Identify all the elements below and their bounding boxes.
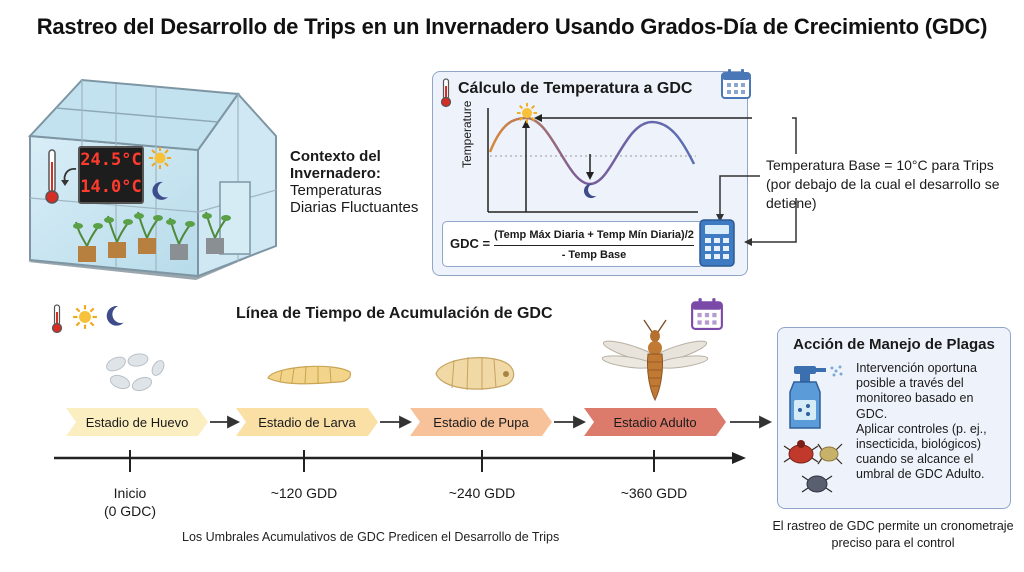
pest-icon bbox=[783, 440, 843, 493]
tick-120: ~120 GDD bbox=[249, 484, 359, 502]
moon-icon bbox=[152, 181, 168, 200]
context-heading: Contexto del Invernadero: bbox=[290, 148, 381, 182]
moon-icon bbox=[106, 306, 124, 326]
greenhouse-illustration bbox=[27, 78, 277, 280]
display-min-temp: 14.0°C bbox=[80, 177, 142, 197]
tick-label-line: ~120 GDD bbox=[270, 485, 338, 501]
stage-label: Estadio de Huevo bbox=[85, 414, 189, 430]
thermometer-icon bbox=[440, 78, 452, 108]
tick-label-line: ~360 GDD bbox=[620, 485, 688, 501]
y-axis-label: Temperature bbox=[460, 100, 474, 168]
tick-label-line: ~240 GDD bbox=[448, 485, 516, 501]
egg-illustration bbox=[106, 353, 165, 392]
formula-label: GDC = bbox=[450, 236, 491, 251]
stage-label: Estadio de Larva bbox=[258, 414, 356, 430]
temperature-display bbox=[78, 146, 144, 204]
spray-bottle-icon bbox=[789, 365, 843, 429]
moon-icon bbox=[583, 183, 597, 199]
stage-connector-arrows bbox=[210, 415, 773, 429]
calendar-icon bbox=[721, 69, 751, 99]
display-max-temp: 24.5°C bbox=[80, 150, 142, 170]
management-text-1: Intervención oportuna posible a través d… bbox=[856, 361, 977, 421]
tick-start: Inicio (0 GDC) bbox=[75, 484, 185, 520]
formula-numerator: (Temp Máx Diaria + Temp Mín Diaria)/2 bbox=[494, 229, 694, 241]
stage-larva: Estadio de Larva bbox=[236, 408, 378, 436]
calculator-icon bbox=[699, 219, 735, 267]
greenhouse-context: Contexto del Invernadero: Temperaturas D… bbox=[290, 148, 426, 216]
pest-management-text: Intervención oportuna posible a través d… bbox=[856, 361, 1006, 483]
stage-pupa: Estadio de Pupa bbox=[410, 408, 552, 436]
base-temperature-note: Temperatura Base = 10°C para Trips (por … bbox=[766, 157, 1000, 211]
larva-illustration bbox=[267, 365, 351, 385]
pest-management-title: Acción de Manejo de Plagas bbox=[793, 336, 995, 353]
management-text-2: Aplicar controles (p. ej., insecticida, … bbox=[856, 421, 987, 482]
thermometer-icon bbox=[51, 304, 63, 334]
tick-240: ~240 GDD bbox=[427, 484, 537, 502]
stage-adult: Estadio Adulto bbox=[584, 408, 726, 436]
sun-icon bbox=[516, 102, 538, 124]
sun-icon bbox=[149, 147, 171, 169]
stage-label: Estadio Adulto bbox=[613, 414, 697, 430]
timeline-caption: Los Umbrales Acumulativos de GDC Predice… bbox=[182, 530, 560, 544]
pest-management-caption: El rastreo de GDC permite un cronometraj… bbox=[772, 519, 1014, 550]
tick-label-line: Inicio bbox=[113, 485, 147, 501]
context-text: Temperaturas Diarias Fluctuantes bbox=[290, 182, 419, 216]
pupa-illustration bbox=[435, 356, 515, 391]
adult-thrips-illustration bbox=[601, 319, 709, 402]
calculation-title: Cálculo de Temperatura a GDC bbox=[458, 80, 693, 97]
formula-fraction-bar bbox=[494, 245, 694, 246]
tick-360: ~360 GDD bbox=[599, 484, 709, 502]
calendar-icon bbox=[691, 298, 723, 330]
gdc-formula-box bbox=[442, 221, 704, 267]
stage-egg: Estadio de Huevo bbox=[66, 408, 208, 436]
stage-label: Estadio de Pupa bbox=[433, 414, 529, 430]
sun-icon bbox=[73, 305, 97, 329]
timeline-title: Línea de Tiempo de Acumulación de GDC bbox=[236, 305, 553, 322]
formula-denominator: - Temp Base bbox=[561, 249, 627, 261]
gdc-timeline-axis bbox=[54, 450, 746, 472]
thermometer-icon bbox=[45, 149, 59, 204]
page-title: Rastreo del Desarrollo de Trips en un In… bbox=[36, 14, 988, 39]
cycle-arrow-icon bbox=[61, 168, 77, 186]
tick-label-line: (0 GDC) bbox=[103, 503, 157, 519]
connector-arrows bbox=[716, 117, 797, 246]
